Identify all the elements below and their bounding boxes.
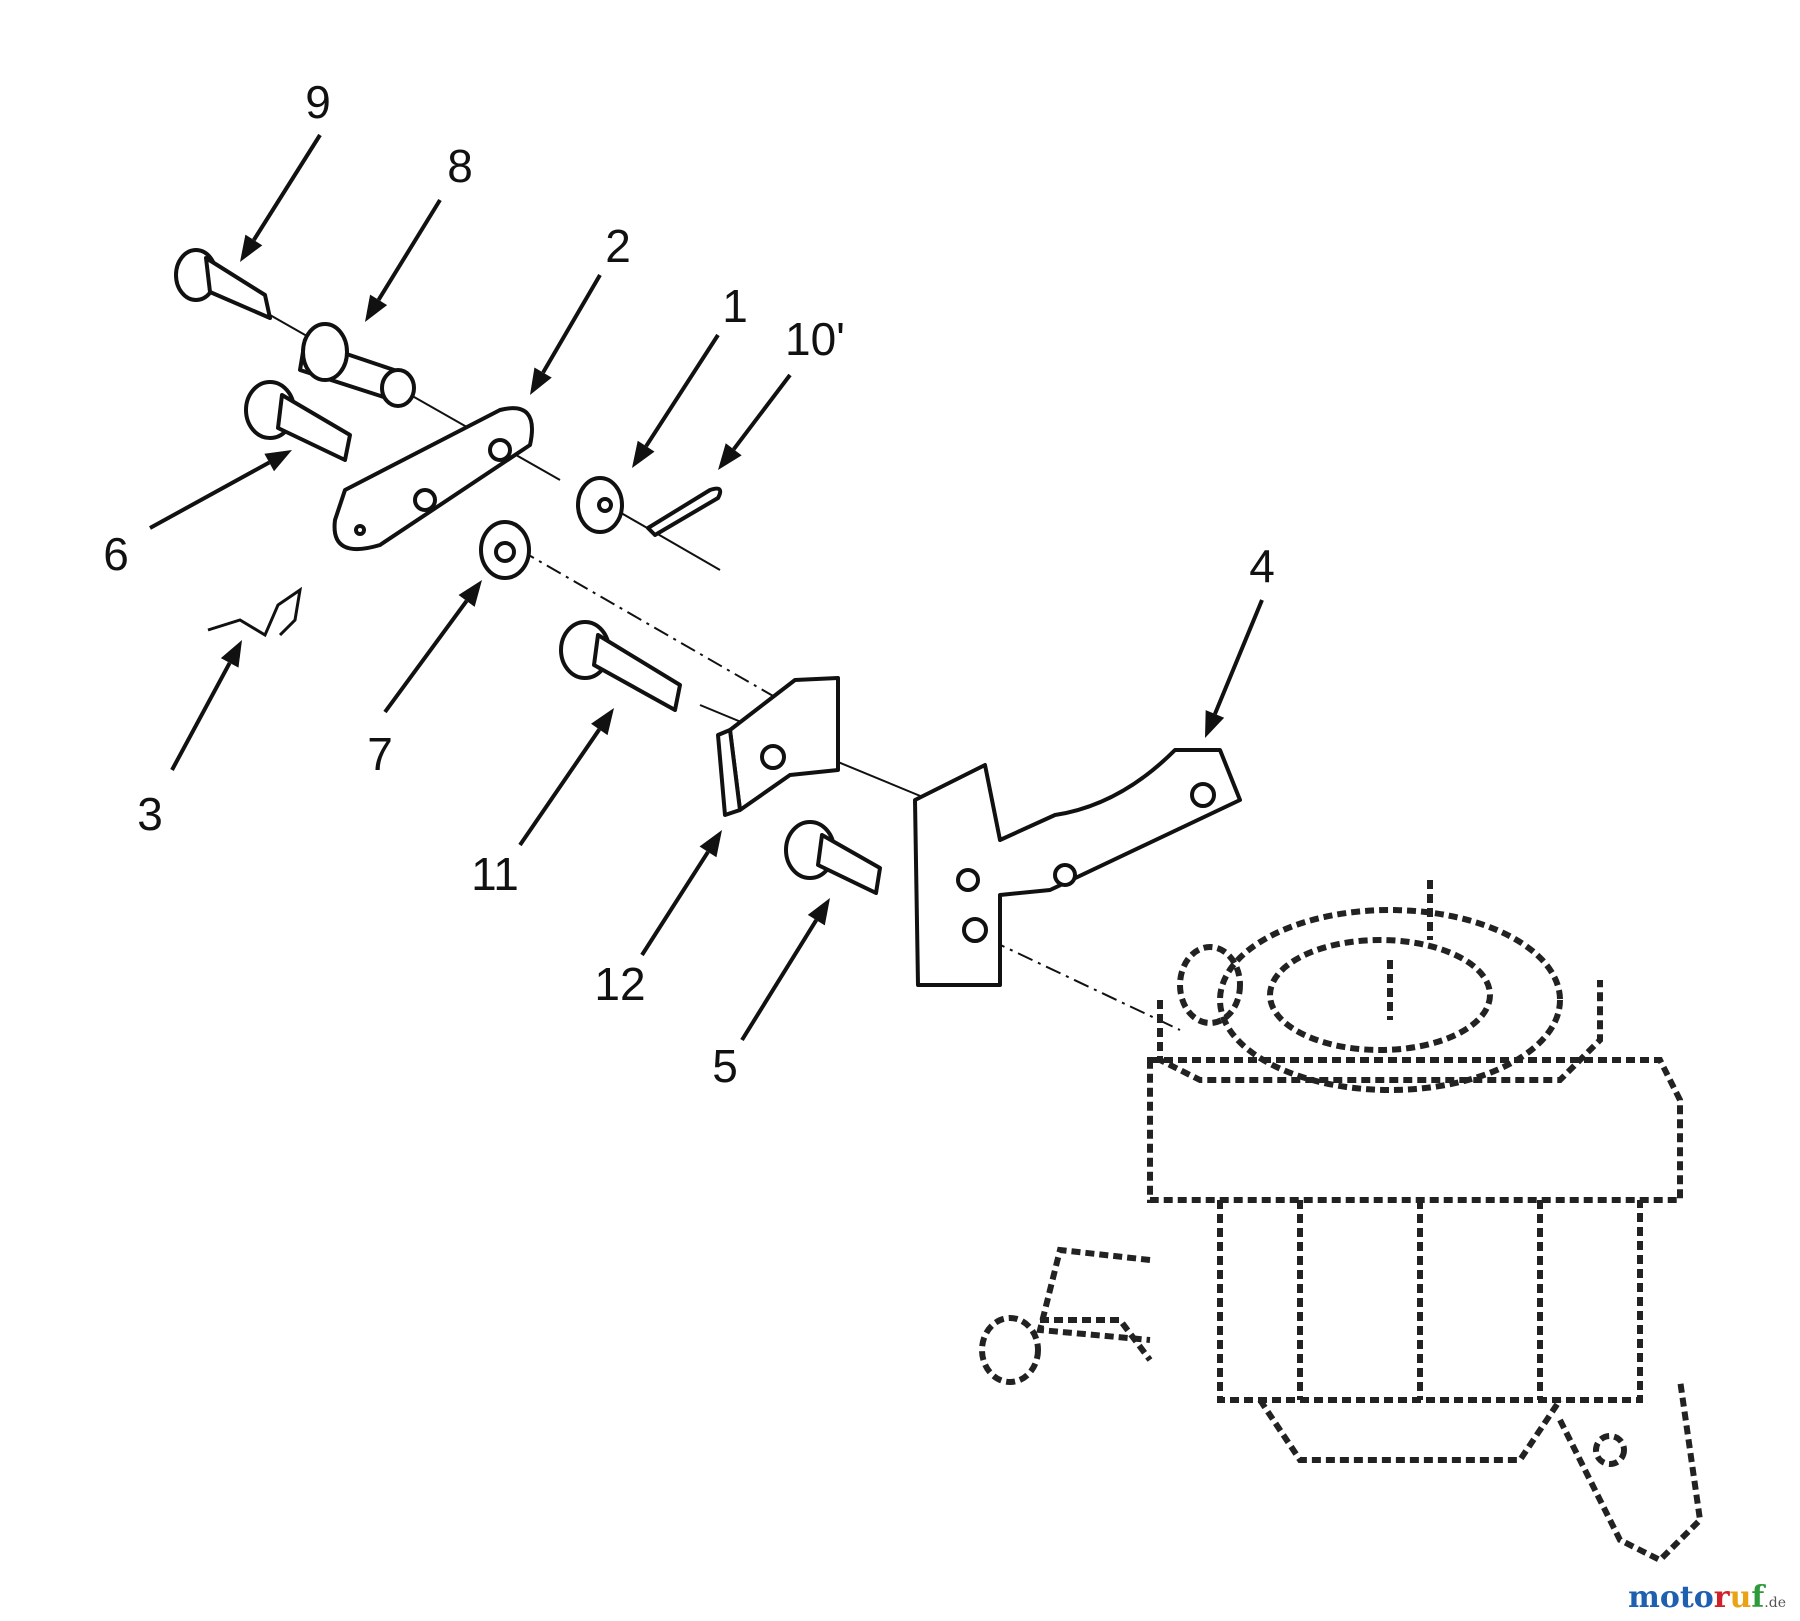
watermark-wordmark: motoruf xyxy=(1628,1580,1764,1615)
watermark-letter: r xyxy=(1713,1580,1730,1615)
leader-arrowhead-3 xyxy=(220,640,242,668)
carburetor-phantom xyxy=(979,880,1704,1564)
part-6-bolt xyxy=(244,380,352,462)
leader-line-5 xyxy=(740,919,819,1042)
callout-2: 2 xyxy=(605,220,631,272)
watermark-letter: u xyxy=(1729,1580,1752,1615)
motoruf-watermark: motoruf.de xyxy=(1628,1580,1786,1615)
callout-3: 3 xyxy=(137,788,163,840)
leader-line-10 xyxy=(732,373,792,451)
callout-5: 5 xyxy=(712,1040,738,1092)
leader-line-11 xyxy=(518,728,601,847)
leader-arrowhead-12 xyxy=(699,830,722,858)
leader-arrows xyxy=(149,133,1264,1042)
part-2-link-plate xyxy=(332,406,534,551)
watermark-suffix: .de xyxy=(1764,1595,1786,1611)
leader-arrowhead-4 xyxy=(1205,710,1225,738)
leader-arrowhead-8 xyxy=(365,294,388,322)
callout-10: 10' xyxy=(785,313,845,365)
watermark-letter: t xyxy=(1679,1580,1694,1615)
assembly-axis-lines xyxy=(269,314,1181,1031)
watermark-letter: f xyxy=(1751,1580,1765,1615)
leader-line-12 xyxy=(640,850,710,957)
leader-arrowhead-9 xyxy=(240,234,263,262)
watermark-letter: o xyxy=(1659,1580,1680,1615)
part-8-spacer xyxy=(298,322,416,408)
part-10-cotter-pin xyxy=(646,486,723,537)
leader-line-4 xyxy=(1213,599,1264,715)
callout-11: 11 xyxy=(471,848,519,900)
callout-7: 7 xyxy=(367,728,393,780)
part-4-mounting-bracket xyxy=(913,748,1242,987)
leader-line-6 xyxy=(149,460,271,530)
part-7-washer xyxy=(479,520,531,580)
callout-8: 8 xyxy=(447,140,473,192)
leader-line-3 xyxy=(170,661,232,771)
callout-9: 9 xyxy=(305,76,331,128)
watermark-letter: m xyxy=(1628,1580,1660,1615)
leader-arrowhead-2 xyxy=(530,367,552,395)
part-3-wire-clip xyxy=(207,586,303,638)
watermark-letter: o xyxy=(1693,1580,1714,1615)
leader-arrowhead-5 xyxy=(807,898,830,926)
leader-line-2 xyxy=(541,273,602,374)
callout-6: 6 xyxy=(103,528,129,580)
leader-arrowhead-6 xyxy=(264,450,292,472)
callout-4: 4 xyxy=(1249,540,1275,592)
leader-arrowhead-7 xyxy=(458,580,482,607)
part-5-bolt xyxy=(784,820,882,895)
leader-arrowhead-1 xyxy=(632,440,655,468)
leader-arrowhead-10 xyxy=(718,443,742,470)
part-11-bolt xyxy=(559,620,682,712)
leader-arrowhead-11 xyxy=(591,708,614,736)
callout-1: 1 xyxy=(722,280,748,332)
callout-labels: 9 8 2 1 10' 6 3 7 4 11 12 5 xyxy=(103,76,1275,1092)
leader-line-7 xyxy=(383,599,469,714)
part-12-bracket xyxy=(716,676,840,817)
part-9-bolt xyxy=(174,248,272,320)
callout-12: 12 xyxy=(594,958,645,1010)
leader-line-9 xyxy=(252,133,322,242)
part-1-washer xyxy=(576,476,624,534)
leader-line-1 xyxy=(644,333,720,448)
leader-line-8 xyxy=(376,198,442,301)
